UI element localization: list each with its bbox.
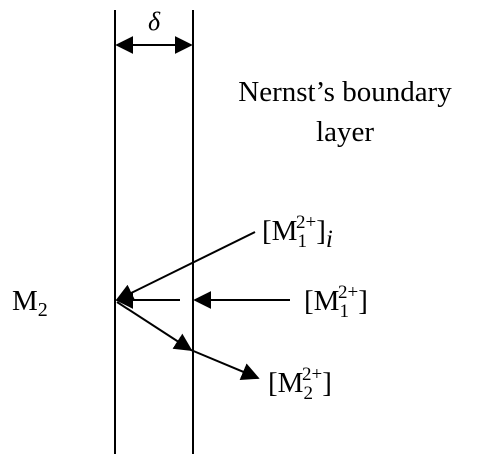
m1-interface-concentration-label: [M12+]i	[262, 212, 333, 253]
m1-bulk-concentration-label: [M12+]	[304, 282, 368, 322]
diffusion-arrow-m1i	[115, 231, 256, 301]
delta-label: δ	[148, 7, 161, 36]
m2-ion-concentration-label: [M22+]	[268, 364, 332, 404]
diffusion-arrow-m2-inner	[116, 301, 193, 351]
boundary-layer-label-line1: Nernst’s boundary	[238, 76, 452, 108]
electrode-m2-label: M2	[12, 285, 48, 321]
diffusion-arrow-m2-outer	[190, 349, 260, 381]
boundary-layer-label-line2: layer	[316, 116, 374, 148]
